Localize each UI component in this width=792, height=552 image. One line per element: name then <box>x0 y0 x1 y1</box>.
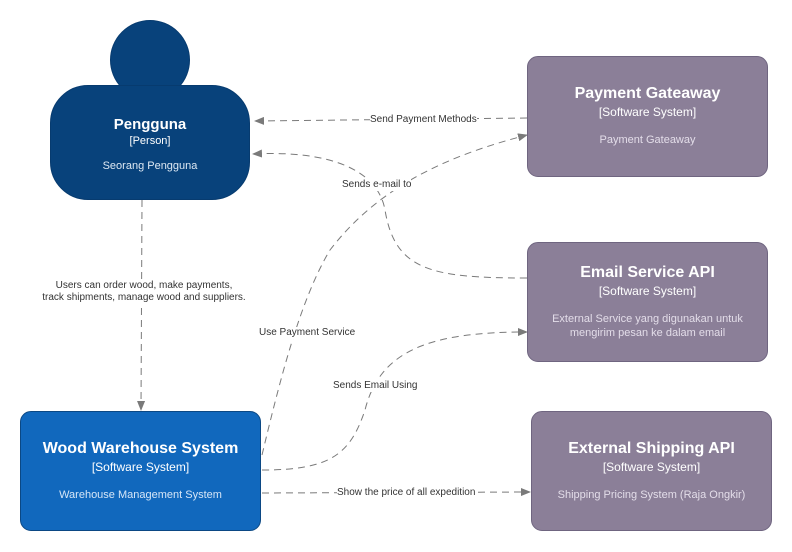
label-person-to-warehouse: Users can order wood, make payments, tra… <box>34 280 254 304</box>
edge-warehouse-to-email <box>261 328 528 471</box>
warehouse-type: [Software System] <box>91 460 190 474</box>
label-show-price-expedition: Show the price of all expedition <box>337 487 476 499</box>
email-description-line1: External Service yang digunakan untuk <box>552 313 743 325</box>
system-email-service-api[interactable]: Email Service API [Software System] Exte… <box>527 242 768 362</box>
email-description-line2: mengirim pesan ke dalam email <box>569 327 726 339</box>
edge-person-to-warehouse <box>137 199 146 411</box>
email-type: [Software System] <box>598 284 697 298</box>
label-send-payment-methods: Send Payment Methods <box>370 114 477 126</box>
label-sends-email-to: Sends e-mail to <box>342 179 412 191</box>
edge-warehouse-to-payment <box>261 133 528 456</box>
person-type: [Person] <box>129 135 171 147</box>
label-use-payment-service: Use Payment Service <box>259 327 356 339</box>
person-name: Pengguna <box>113 116 187 133</box>
system-wood-warehouse[interactable]: Wood Warehouse System [Software System] … <box>20 411 261 531</box>
shipping-description: Shipping Pricing System (Raja Ongkir) <box>557 489 746 501</box>
warehouse-title: Wood Warehouse System <box>42 440 239 457</box>
edge-email-to-person <box>252 149 528 279</box>
shipping-title: External Shipping API <box>568 440 735 457</box>
payment-description: Payment Gateaway <box>599 134 696 146</box>
label-person-to-warehouse-line1: Users can order wood, make payments, <box>55 280 233 291</box>
warehouse-description: Warehouse Management System <box>59 489 222 501</box>
person-description: Seorang Pengguna <box>102 160 198 172</box>
email-title: Email Service API <box>580 264 715 281</box>
payment-type: [Software System] <box>598 105 697 119</box>
system-payment-gateaway[interactable]: Payment Gateaway [Software System] Payme… <box>527 56 768 177</box>
system-external-shipping-api[interactable]: External Shipping API [Software System] … <box>531 411 772 531</box>
label-person-to-warehouse-line2: track shipments, manage wood and supplie… <box>42 292 246 303</box>
shipping-type: [Software System] <box>602 460 701 474</box>
payment-title: Payment Gateaway <box>574 85 721 102</box>
person-pengguna[interactable]: Pengguna [Person] Seorang Pengguna <box>50 85 250 200</box>
label-sends-email-using: Sends Email Using <box>333 380 418 392</box>
